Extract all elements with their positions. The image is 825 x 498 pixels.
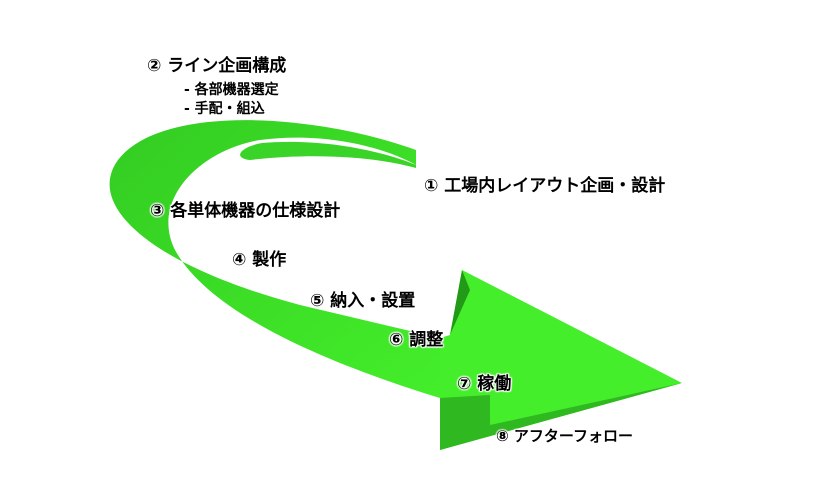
step-2-label: ② ライン企画構成 bbox=[147, 56, 287, 76]
step-7-label: ⑦ 稼働 bbox=[457, 374, 512, 394]
arrow-head-edge bbox=[450, 270, 470, 335]
arrow-head-shadow bbox=[440, 383, 682, 450]
step-1-label: ① 工場内レイアウト企画・設計 bbox=[424, 176, 666, 196]
arrow-inner-band bbox=[240, 141, 416, 168]
step-4-label: ④ 製作 bbox=[232, 250, 287, 270]
step-8-label: ⑧ アフターフォロー bbox=[496, 427, 634, 445]
step-3-label: ③ 各単体機器の仕様設計 bbox=[150, 201, 341, 221]
step-5-label: ⑤ 納入・設置 bbox=[310, 291, 416, 311]
step-2-subitem: - 各部機器選定 bbox=[184, 82, 279, 98]
step-6-label: ⑥ 調整 bbox=[389, 330, 444, 350]
step-2-subitem: - 手配・組込 bbox=[184, 101, 265, 117]
arrow-shaft bbox=[109, 120, 440, 398]
arrow-head bbox=[440, 270, 682, 450]
